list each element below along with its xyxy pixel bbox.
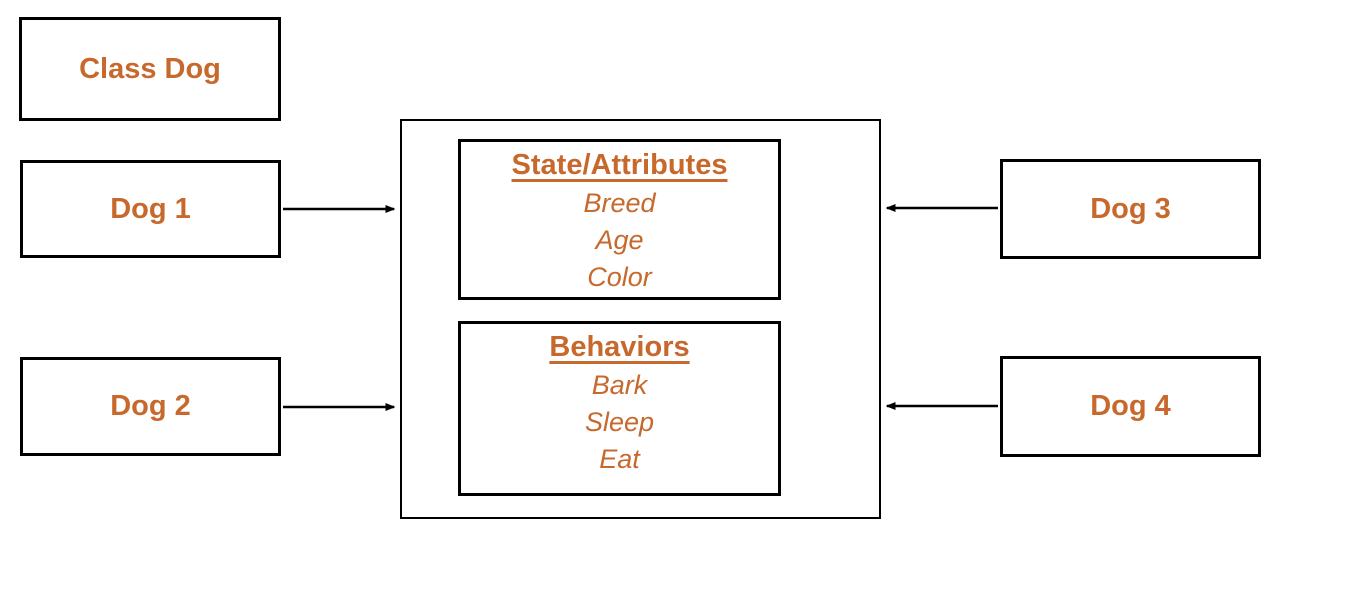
instance-label-dog3: Dog 3 [1090, 192, 1171, 225]
instance-label-dog4: Dog 4 [1090, 390, 1171, 422]
state-attributes-section: State/Attributes Breed Age Color [458, 139, 781, 300]
instance-box-dog4: Dog 4 [1000, 356, 1261, 457]
state-attributes-items: Breed Age Color [461, 185, 778, 296]
attribute-item: Age [595, 225, 644, 255]
behaviors-items: Bark Sleep Eat [461, 367, 778, 478]
behavior-item: Sleep [584, 407, 655, 437]
instance-box-dog2: Dog 2 [20, 357, 281, 456]
behaviors-section: Behaviors Bark Sleep Eat [458, 321, 781, 496]
instance-box-dog1: Dog 1 [20, 160, 281, 258]
behavior-item: Eat [599, 444, 640, 474]
class-title-label: Class Dog [79, 52, 221, 85]
attribute-item: Color [587, 262, 652, 292]
class-title-box: Class Dog [19, 17, 281, 121]
state-attributes-title: State/Attributes [511, 149, 728, 181]
attribute-item: Breed [583, 188, 656, 218]
instance-label-dog1: Dog 1 [110, 192, 191, 225]
behaviors-title: Behaviors [549, 331, 690, 363]
instance-box-dog3: Dog 3 [1000, 159, 1261, 259]
behavior-item: Bark [591, 370, 648, 400]
instance-label-dog2: Dog 2 [110, 390, 191, 422]
